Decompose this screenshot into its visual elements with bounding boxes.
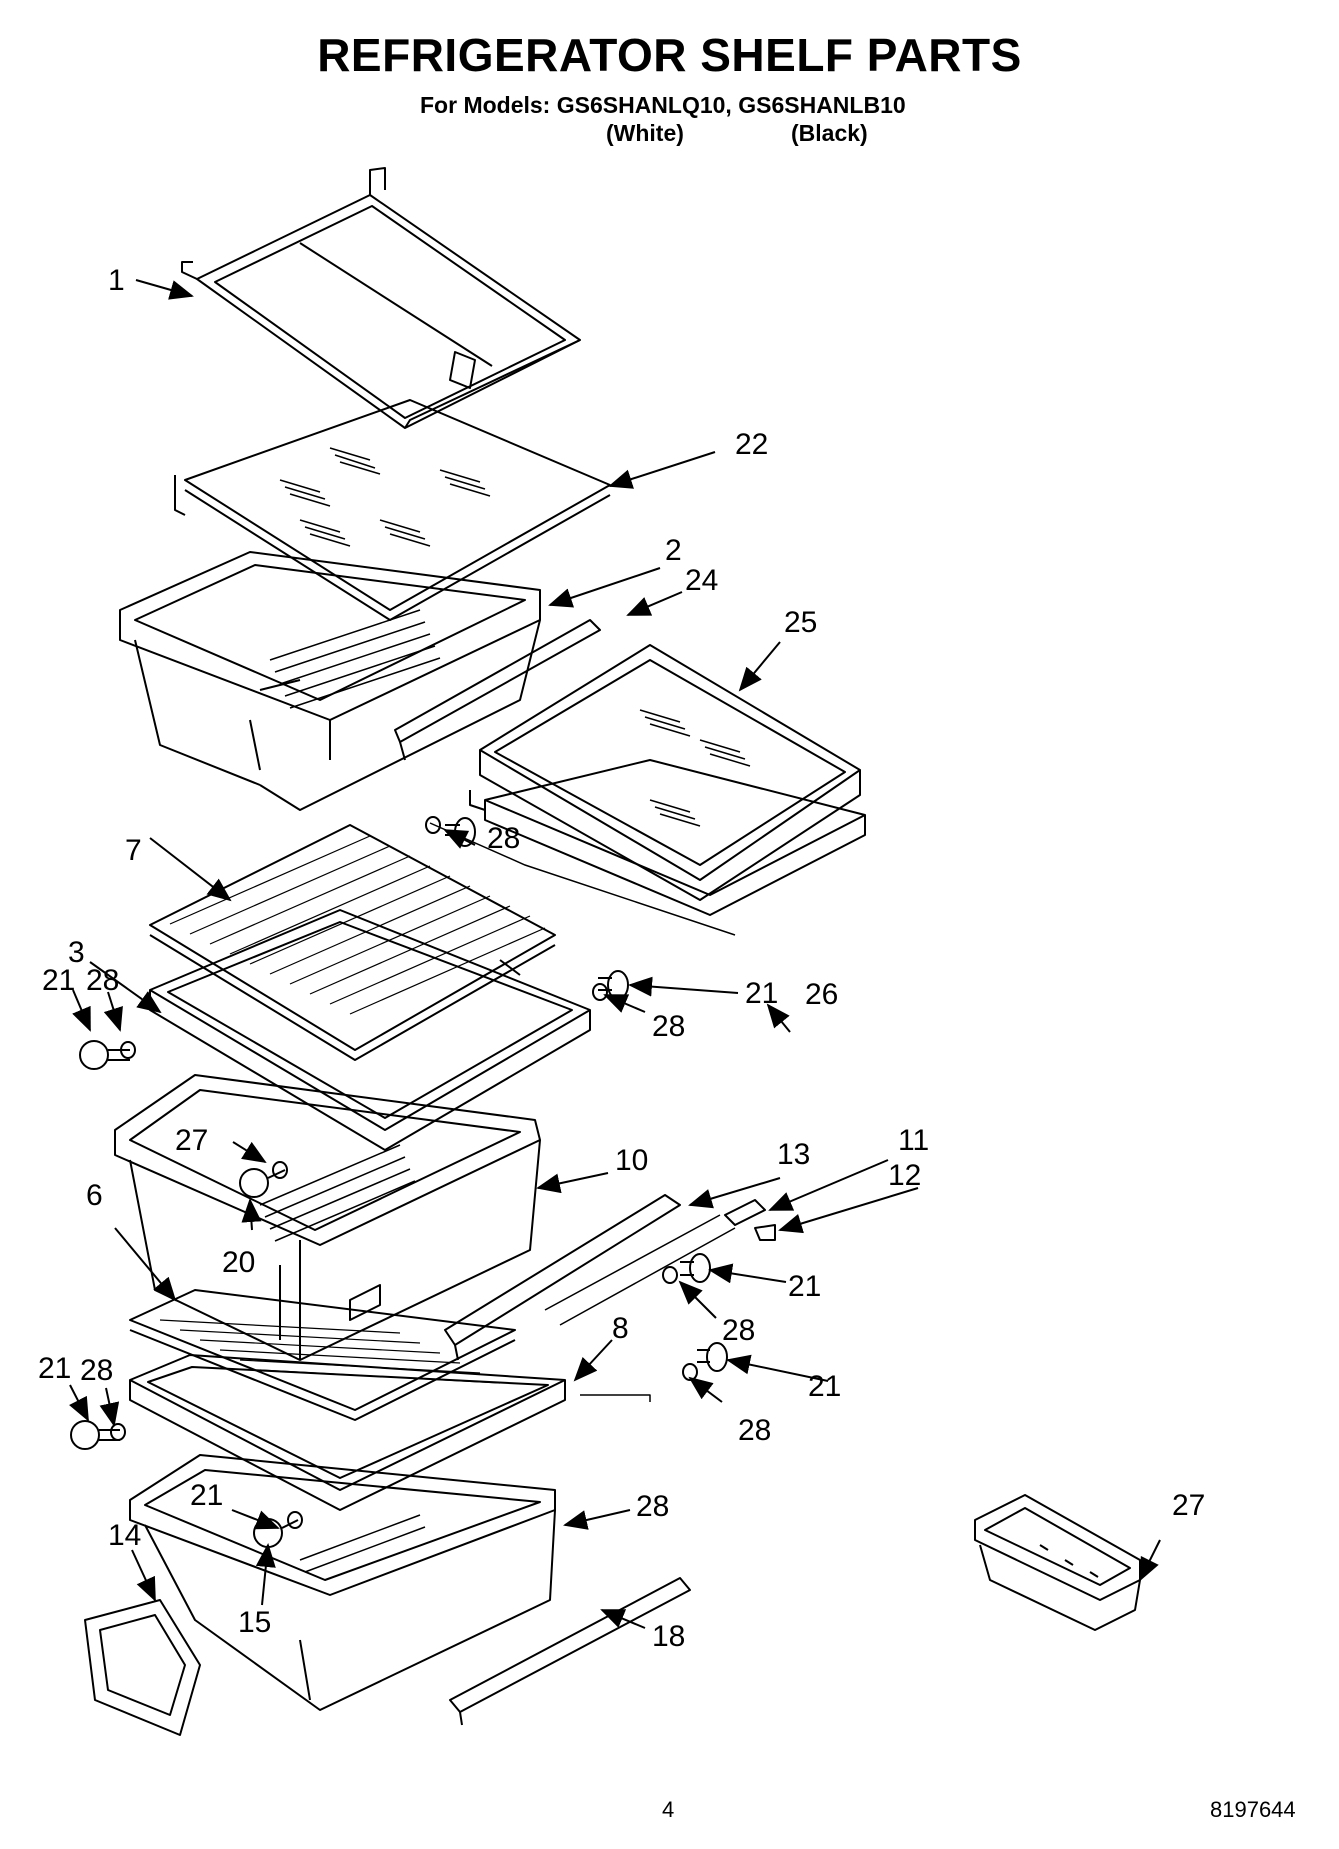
fastener-group — [70, 816, 728, 1548]
part-26-shelf-frame — [469, 759, 866, 916]
callout-6: 6 — [86, 1179, 103, 1212]
callout-26: 26 — [805, 978, 838, 1011]
part-2-crisper-drawer — [119, 551, 541, 811]
leader-lines — [69, 279, 1161, 1629]
callout-27-b: 21 — [190, 1479, 223, 1512]
callout-10: 10 — [615, 1144, 648, 1177]
callout-27-a: 27 — [175, 1124, 208, 1157]
callout-28-d: 28 — [722, 1314, 755, 1347]
part-13-drawer-trim — [444, 1194, 681, 1361]
page-title: REFRIGERATOR SHELF PARTS — [317, 29, 1022, 81]
callout-3: 3 — [68, 936, 85, 969]
callout-22: 22 — [735, 428, 768, 461]
part-11-bracket — [724, 1199, 766, 1226]
part-7-ribbed-shelf — [149, 824, 556, 1061]
callout-21-c: 21 — [788, 1270, 821, 1303]
part-14-crisper-drawer — [129, 1454, 556, 1711]
callout-28-e: 28 — [738, 1414, 771, 1447]
callout-8: 8 — [612, 1312, 629, 1345]
part-24-drawer-trim — [394, 619, 601, 761]
callout-11: 11 — [898, 1124, 929, 1157]
callout-7: 7 — [125, 834, 142, 867]
callout-21-e: 21 — [38, 1352, 71, 1385]
part-8-shelf-frame — [129, 1354, 651, 1511]
part-10-crisper-drawer — [114, 1074, 541, 1361]
callout-19: 18 — [652, 1620, 685, 1653]
callout-28-c: 28 — [652, 1010, 685, 1043]
callout-25: 25 — [784, 606, 817, 639]
part-12-bracket — [754, 1224, 776, 1241]
callout-13: 13 — [777, 1138, 810, 1171]
callout-21-a: 21 — [42, 964, 75, 997]
part-15-bin — [974, 1494, 1141, 1631]
callout-24: 24 — [685, 564, 718, 597]
callout-28-f: 28 — [80, 1354, 113, 1387]
callout-12: 12 — [888, 1159, 921, 1192]
callout-28-b: 28 — [86, 964, 119, 997]
callout-20-a: 20 — [222, 1246, 255, 1279]
part-25-glass-shelf — [479, 644, 861, 901]
page-number: 4 — [662, 1797, 675, 1822]
part-18-label-holder — [84, 1599, 201, 1736]
document-number: 8197644 — [1210, 1797, 1296, 1822]
variant-white: (White) — [606, 120, 684, 146]
part-3-shelf-frame — [149, 909, 591, 1151]
callout-15: 27 — [1172, 1489, 1205, 1522]
callout-21-d: 21 — [808, 1370, 841, 1403]
callout-20-b: 15 — [238, 1606, 271, 1639]
callout-14: 28 — [636, 1490, 669, 1523]
callout-18: 14 — [108, 1519, 141, 1552]
models-line: For Models: GS6SHANLQ10, GS6SHANLB10 — [420, 92, 906, 118]
callout-2: 2 — [665, 534, 682, 567]
part-1-shelf-frame — [181, 167, 581, 429]
callout-labels: 1 22 2 24 25 7 28 3 21 28 21 28 26 27 10… — [38, 264, 1205, 1653]
callout-21-b: 21 — [745, 977, 778, 1010]
callout-1: 1 — [108, 264, 125, 297]
callout-28-a: 28 — [487, 822, 520, 855]
part-22-glass-shelf — [174, 399, 611, 621]
variant-black: (Black) — [791, 120, 868, 146]
